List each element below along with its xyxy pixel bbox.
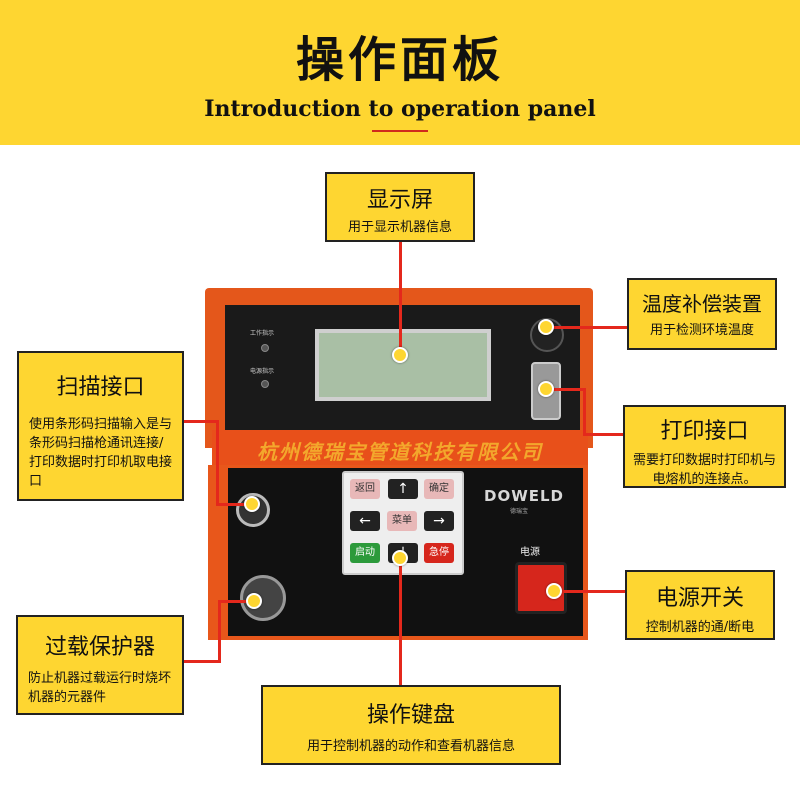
indicator-power-label: 电源指示 (250, 368, 275, 375)
key-start[interactable]: 启动 (350, 543, 380, 563)
line-display (399, 241, 402, 356)
power-switch-icon (515, 562, 567, 614)
company-banner: 杭州德瑞宝管道科技有限公司 (212, 430, 588, 468)
line-keyboard (399, 555, 402, 685)
key-menu[interactable]: 菜单 (387, 511, 417, 531)
callout-display-title: 显示屏 (366, 188, 433, 213)
key-estop[interactable]: 急停 (424, 543, 454, 563)
line-scan-h2 (216, 503, 250, 506)
callout-print: 打印接口 需要打印数据时打印机与电熔机的连接点。 (623, 405, 786, 488)
key-back[interactable]: 返回 (350, 479, 380, 499)
marker-keyboard (392, 550, 408, 566)
callout-keyboard: 操作键盘 用于控制机器的动作和查看机器信息 (261, 685, 561, 765)
line-print-v (583, 388, 586, 435)
marker-display (392, 347, 408, 363)
header-banner: 操作面板 Introduction to operation panel (0, 0, 800, 145)
callout-overload-desc: 防止机器过载运行时烧坏机器的元器件 (28, 671, 172, 705)
marker-temp (538, 319, 554, 335)
line-scan-v (216, 420, 219, 505)
line-overload-h2 (218, 600, 256, 603)
marker-print (538, 381, 554, 397)
callout-display: 显示屏 用于显示机器信息 (325, 172, 475, 242)
company-name: 杭州德瑞宝管道科技有限公司 (257, 440, 543, 464)
page-title: 操作面板 (295, 32, 504, 88)
callout-print-title: 打印接口 (660, 419, 749, 444)
line-overload-h (184, 660, 220, 663)
callout-scan-desc: 使用条形码扫描输入是与条形码扫描枪通讯连接/打印数据时打印机取电接口 (29, 417, 173, 489)
callout-scan: 扫描接口 使用条形码扫描输入是与条形码扫描枪通讯连接/打印数据时打印机取电接口 (17, 351, 184, 501)
indicator-work-label: 工作指示 (250, 330, 275, 337)
callout-temp-desc: 用于检测环境温度 (649, 323, 754, 338)
line-print-h1 (545, 388, 585, 391)
callout-scan-title: 扫描接口 (56, 375, 145, 400)
line-temp (545, 326, 627, 329)
work-led-icon (261, 344, 269, 352)
callout-display-desc: 用于显示机器信息 (347, 220, 452, 235)
power-switch-label: 电源 (520, 547, 540, 558)
callout-temp: 温度补偿装置 用于检测环境温度 (627, 278, 777, 350)
callout-keyboard-title: 操作键盘 (366, 703, 455, 728)
key-left[interactable]: ← (350, 511, 380, 531)
brand-sub: 德瑞宝 (510, 508, 529, 515)
line-power (555, 590, 625, 593)
brand-logo: DOWELD (484, 487, 565, 505)
callout-temp-title: 温度补偿装置 (642, 292, 762, 316)
callout-power: 电源开关 控制机器的通/断电 (625, 570, 775, 640)
marker-scan (244, 496, 260, 512)
callout-keyboard-desc: 用于控制机器的动作和查看机器信息 (306, 739, 515, 754)
callout-overload: 过载保护器 防止机器过载运行时烧坏机器的元器件 (16, 615, 184, 715)
lcd-display (315, 329, 491, 401)
page-subtitle: Introduction to operation panel (204, 96, 596, 122)
line-print-h2 (583, 433, 623, 436)
title-divider (372, 130, 428, 132)
key-right[interactable]: → (424, 511, 454, 531)
marker-power (546, 583, 562, 599)
callout-power-title: 电源开关 (655, 586, 744, 611)
callout-power-desc: 控制机器的通/断电 (645, 620, 755, 635)
line-overload-v (218, 600, 221, 663)
line-scan-h1 (184, 420, 218, 423)
key-confirm[interactable]: 确定 (424, 479, 454, 499)
marker-overload (246, 593, 262, 609)
power-led-icon (261, 380, 269, 388)
callout-print-desc: 需要打印数据时打印机与电熔机的连接点。 (633, 453, 777, 487)
callout-overload-title: 过载保护器 (44, 635, 155, 660)
key-up[interactable]: ↑ (388, 479, 418, 499)
